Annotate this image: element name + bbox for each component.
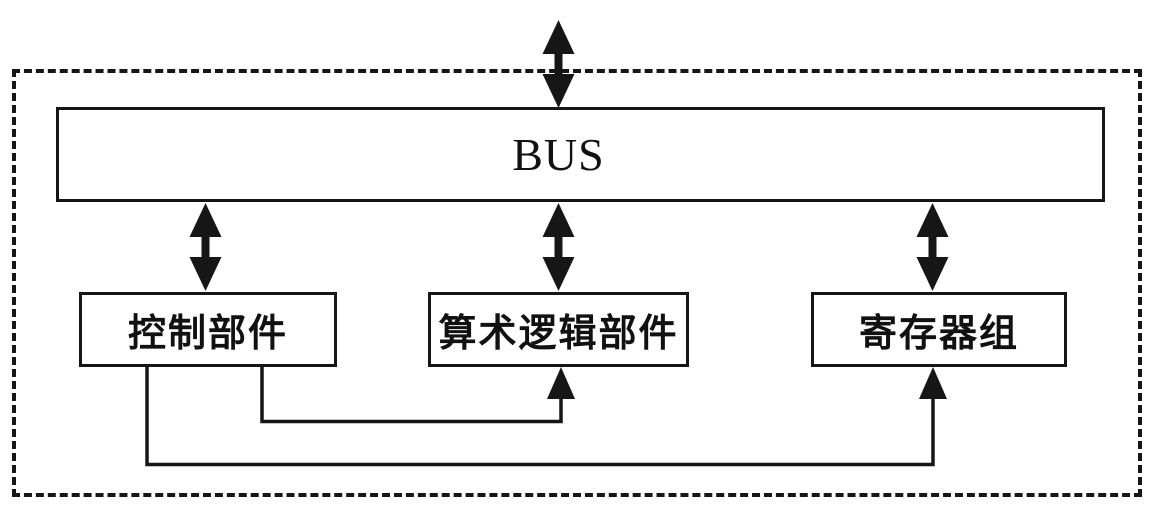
bus-alu-double-arrow-icon: [542, 203, 575, 291]
arithmetic-logic-unit-label: 算术逻辑部件: [438, 313, 679, 355]
bus-register-file-double-arrow-icon: [916, 203, 949, 291]
bus-label: BUS: [512, 129, 605, 180]
register-file-box: 寄存器组: [811, 292, 1067, 367]
arithmetic-logic-unit-box: 算术逻辑部件: [428, 292, 689, 367]
register-file-label: 寄存器组: [858, 313, 1019, 355]
control-unit-box: 控制部件: [79, 292, 337, 367]
external-bus-double-arrow-icon: [542, 20, 575, 108]
system-boundary-dashed-frame: [12, 69, 1142, 497]
control-unit-label: 控制部件: [127, 313, 288, 355]
bus-box: BUS: [56, 107, 1105, 202]
bus-control-unit-double-arrow-icon: [189, 203, 222, 291]
